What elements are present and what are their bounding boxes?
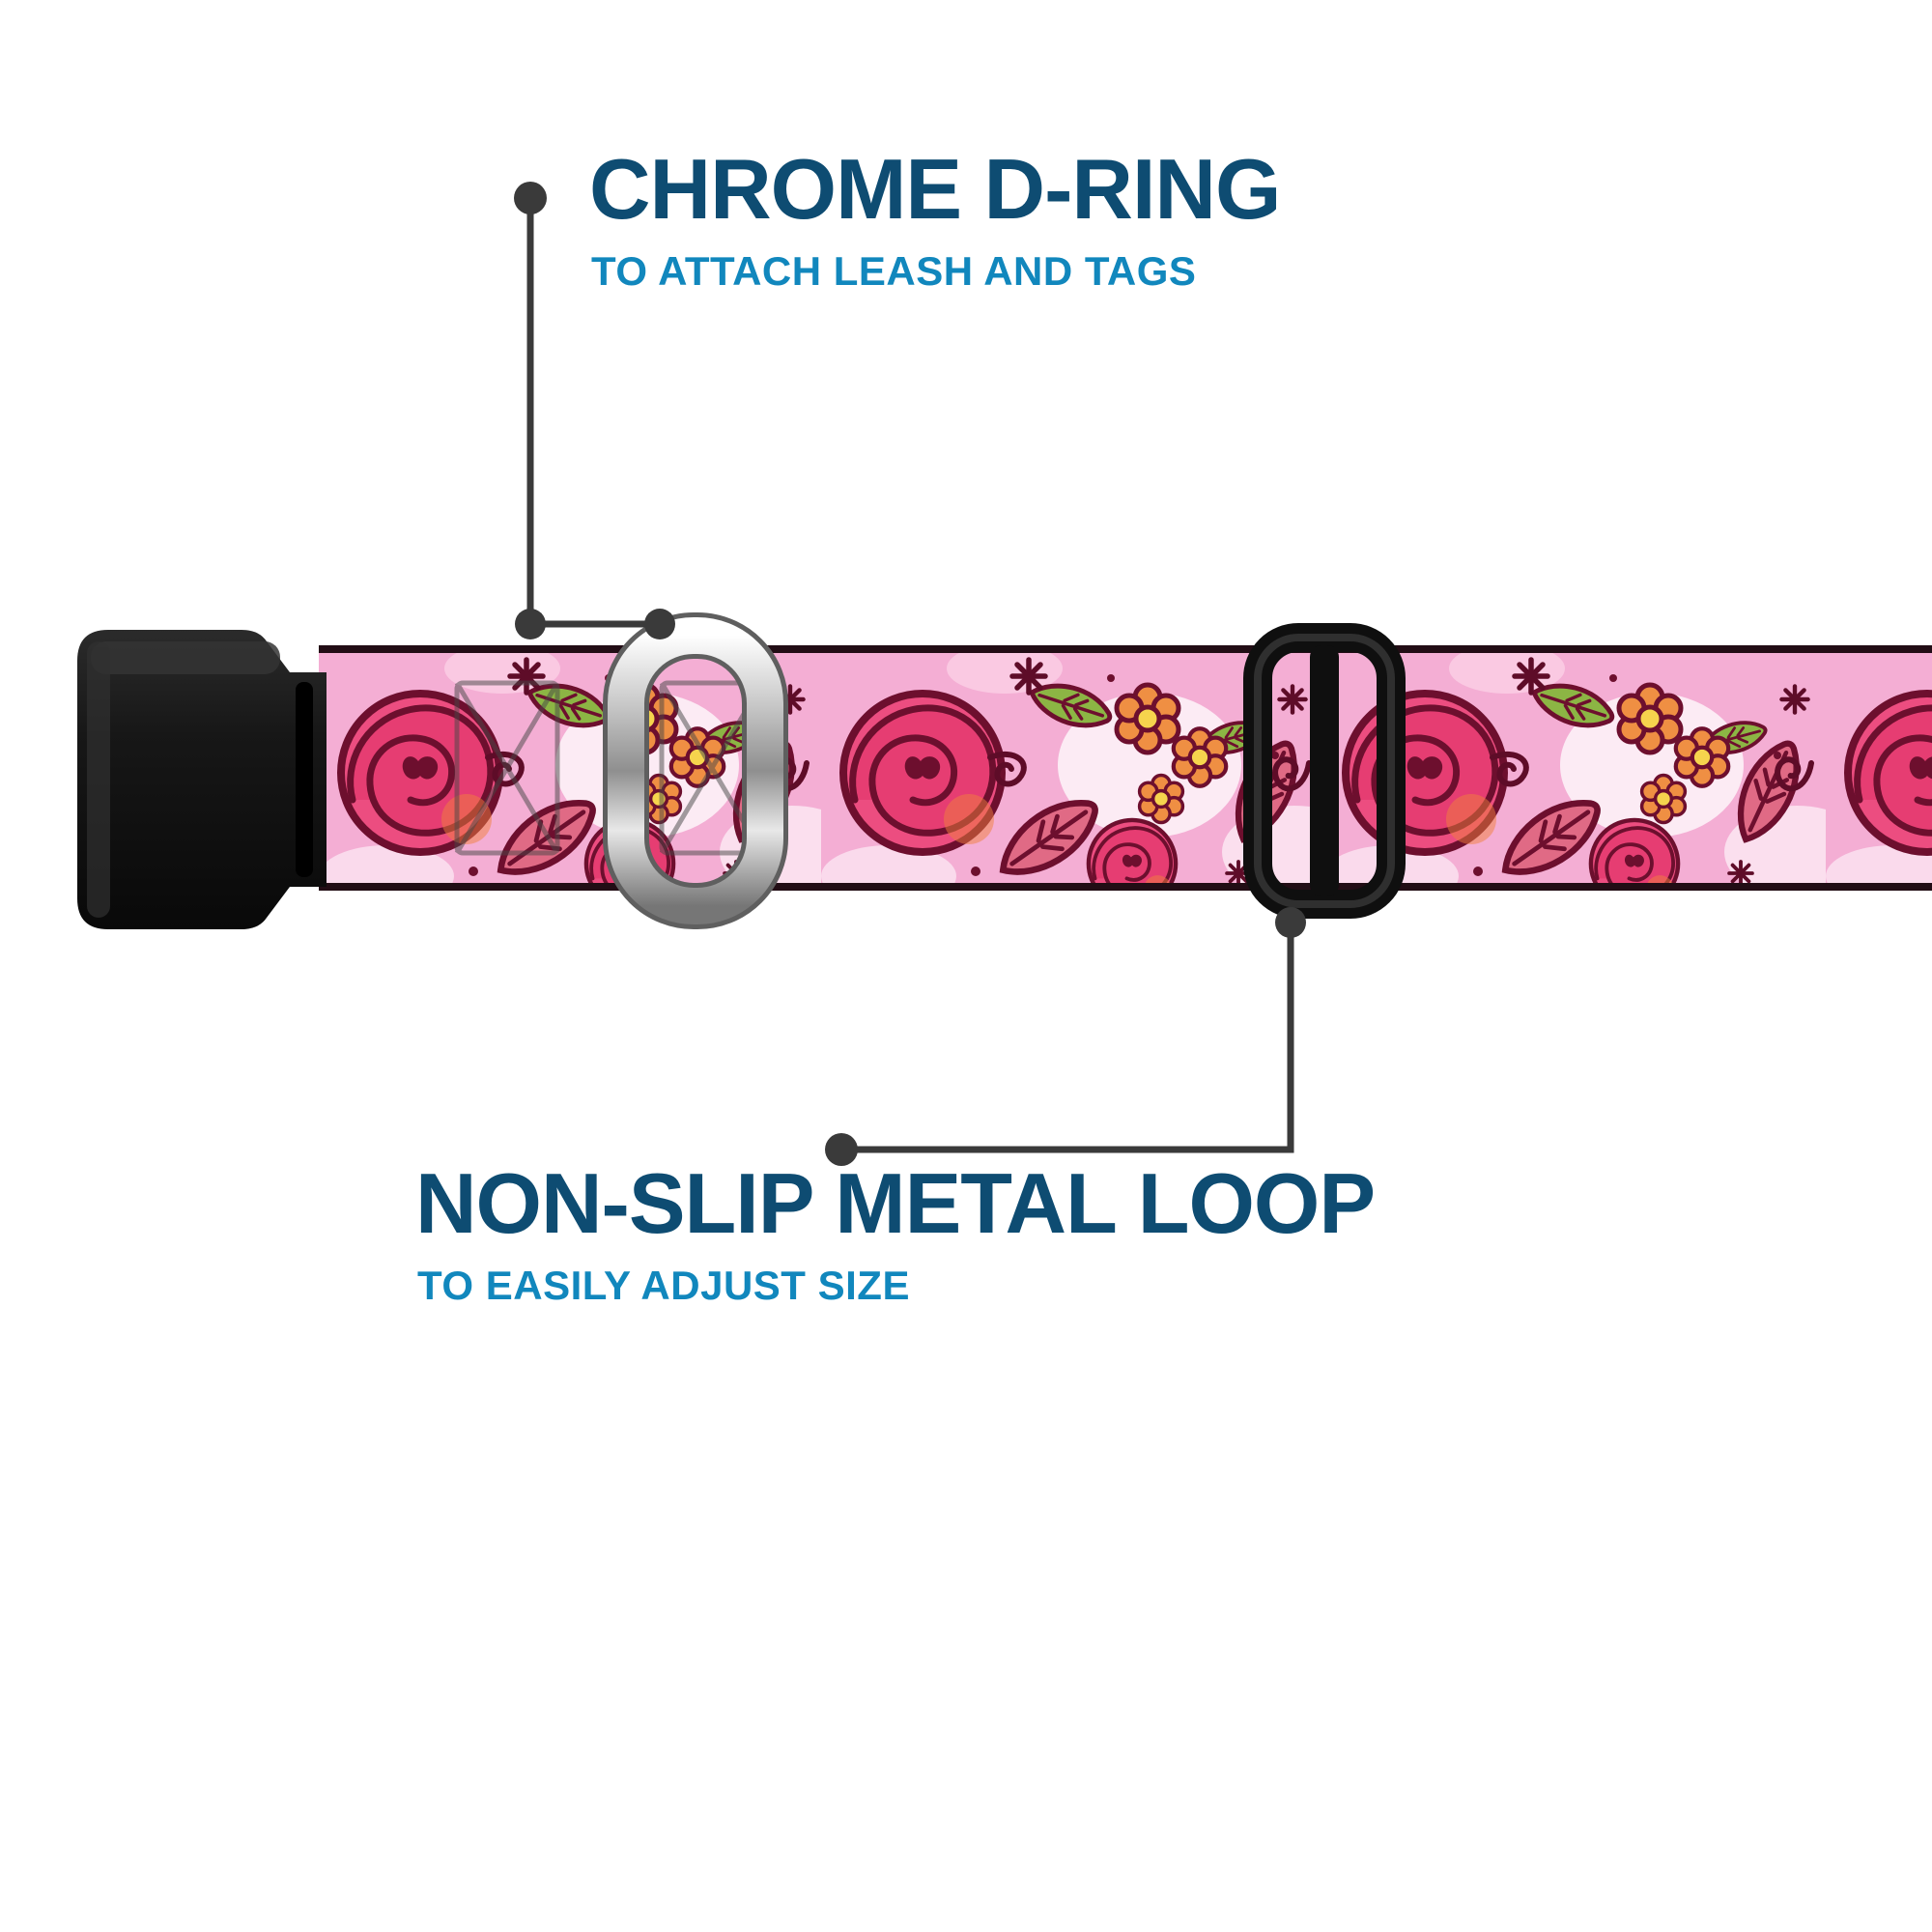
callout-dring-title: CHROME D-RING xyxy=(589,141,1281,237)
connector-dot xyxy=(644,609,675,639)
side-release-buckle-icon xyxy=(77,630,327,929)
connector-dot xyxy=(515,609,546,639)
connector-dot xyxy=(514,182,547,214)
connector-dot xyxy=(825,1133,858,1166)
callout-line-dring xyxy=(514,182,675,639)
callout-line-metal-loop xyxy=(825,907,1306,1166)
tri-glide-slider-icon xyxy=(1243,623,1406,919)
collar-webbing xyxy=(319,645,1932,891)
callout-dring: CHROME D-RING TO ATTACH LEASH AND TAGS xyxy=(589,141,1281,294)
callout-metal-loop-title: NON-SLIP METAL LOOP xyxy=(415,1155,1376,1251)
callout-metal-loop-subtitle: TO EASILY ADJUST SIZE xyxy=(417,1263,910,1308)
chrome-d-ring-icon xyxy=(603,612,788,929)
callout-metal-loop: NON-SLIP METAL LOOP TO EASILY ADJUST SIZ… xyxy=(415,1155,1376,1308)
callout-dring-subtitle: TO ATTACH LEASH AND TAGS xyxy=(591,248,1197,294)
connector-dot xyxy=(1275,907,1306,938)
